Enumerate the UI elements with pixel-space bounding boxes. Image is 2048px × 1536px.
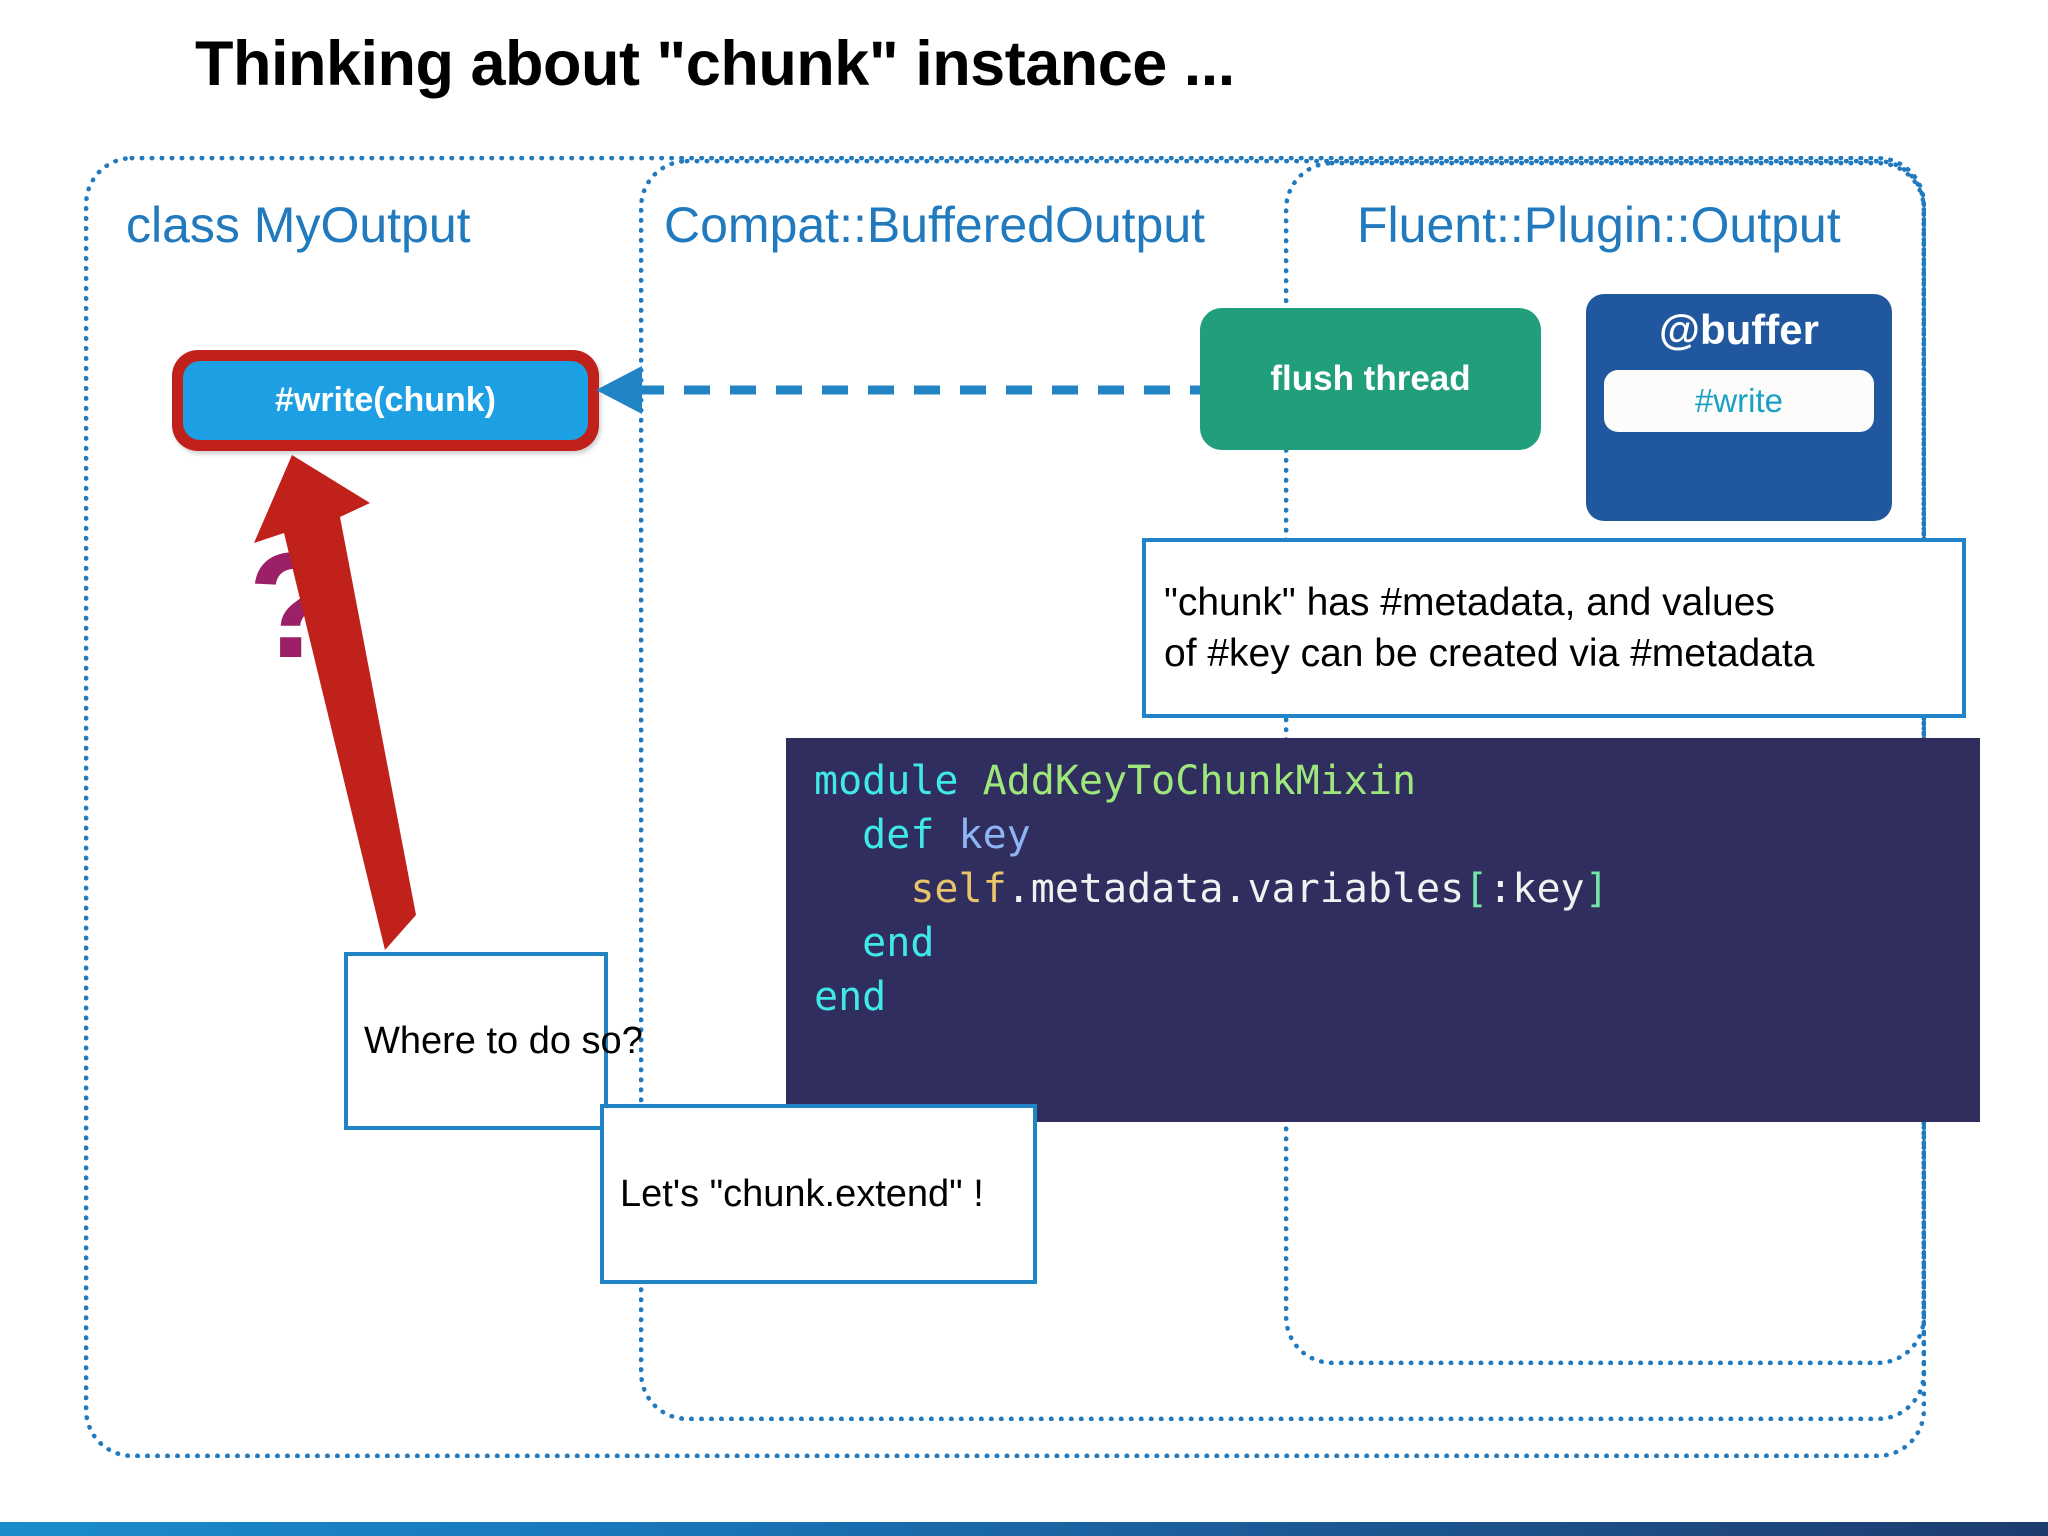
container-label-compat: Compat::BufferedOutput (664, 197, 1206, 253)
code-token: def (814, 812, 959, 858)
flush-thread-label: flush thread (1270, 359, 1471, 398)
code-token: end (814, 920, 935, 966)
code-token: [ (1464, 866, 1489, 912)
code-token: key (958, 812, 1031, 858)
code-token: end (814, 974, 887, 1020)
write-chunk-node[interactable]: #write(chunk) (172, 350, 599, 451)
code-line: module AddKeyToChunkMixin (814, 754, 1980, 808)
buffer-write-label: #write (1694, 381, 1784, 419)
callout-where-text: Where to do so? (364, 1019, 643, 1062)
callout-metadata: "chunk" has #metadata, and values of #ke… (1142, 538, 1966, 718)
code-token: ] (1584, 866, 1609, 912)
code-token: .metadata.variables (1006, 866, 1465, 912)
code-line: def key (814, 808, 1980, 862)
flush-thread-node[interactable]: flush thread (1200, 308, 1541, 450)
page-title: Thinking about "chunk" instance ... (195, 29, 1235, 99)
bottom-accent-bar (0, 1522, 2048, 1536)
code-token: module (814, 758, 983, 804)
callout-metadata-line2: of #key can be created via #metadata (1164, 632, 1815, 675)
buffer-title: @buffer (1659, 306, 1819, 353)
callout-metadata-text: "chunk" has #metadata, and values of #ke… (1164, 577, 1814, 680)
container-label-fluent: Fluent::Plugin::Output (1357, 197, 1841, 253)
container-label-myoutput: class MyOutput (126, 197, 471, 253)
buffer-node[interactable]: @buffer #write (1586, 294, 1892, 521)
flush-thread-connector-arrow (596, 366, 1216, 414)
code-line: end (814, 970, 1980, 1024)
callout-metadata-line1: "chunk" has #metadata, and values (1164, 580, 1775, 624)
code-line: self.metadata.variables[:key] (814, 862, 1980, 916)
code-block: module AddKeyToChunkMixin def key self.m… (786, 738, 1980, 1122)
code-token: :key (1488, 866, 1585, 912)
callout-extend-text: Let's "chunk.extend" ! (620, 1172, 984, 1215)
red-question-arrow (254, 455, 416, 950)
code-token: AddKeyToChunkMixin (982, 758, 1417, 804)
code-token: self (814, 866, 1007, 912)
callout-where-to-do-so: Where to do so? (344, 952, 643, 1130)
write-chunk-label: #write(chunk) (274, 381, 497, 419)
write-chunk-pill: #write(chunk) (183, 361, 588, 440)
callout-chunk-extend: Let's "chunk.extend" ! (600, 1104, 1037, 1284)
buffer-write-pill[interactable]: #write (1604, 369, 1874, 432)
code-line: end (814, 916, 1980, 970)
